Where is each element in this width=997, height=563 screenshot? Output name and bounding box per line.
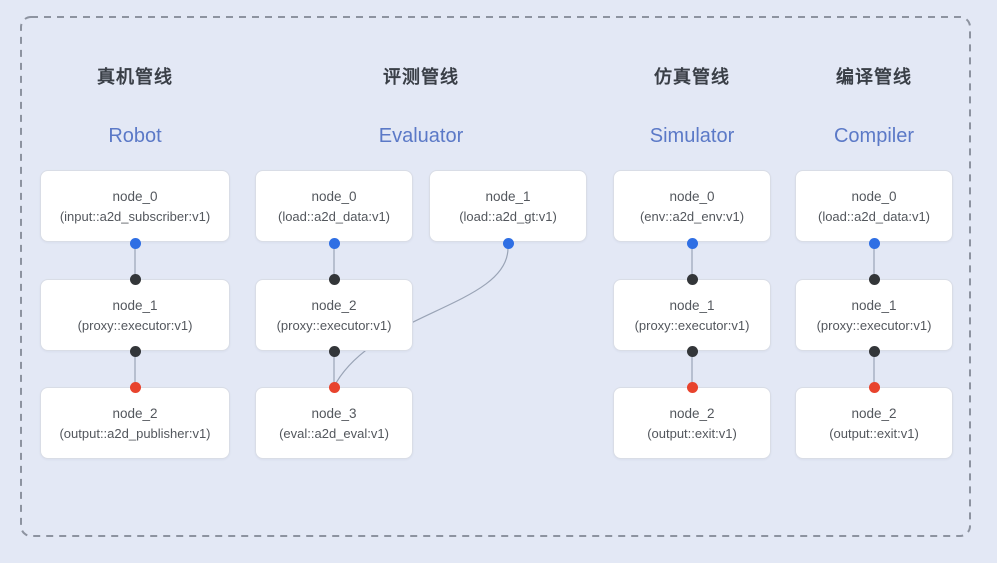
node-title: node_0 (851, 188, 897, 204)
simulator-output-port-dot (686, 345, 698, 357)
compiler-node-1: node_1 (proxy::executor:v1) (795, 279, 953, 351)
node-type: (proxy::executor:v1) (816, 317, 932, 333)
robot-input-port-dot (129, 273, 141, 285)
node-title: node_0 (669, 188, 715, 204)
edge-evaluator-n1-n3-curve (335, 247, 509, 384)
simulator-pipeline-title-en: Simulator (649, 125, 735, 147)
evaluator-node-3: node_3 (eval::a2d_eval:v1) (255, 387, 413, 459)
compiler-node-0: node_0 (load::a2d_data:v1) (795, 170, 953, 242)
compiler-source-output-port-dot (868, 237, 880, 249)
evaluator-node-2: node_2 (proxy::executor:v1) (255, 279, 413, 351)
node-title: node_1 (851, 297, 897, 313)
node-type: (env::a2d_env:v1) (639, 208, 745, 224)
evaluator-input-port-dot (328, 273, 340, 285)
compiler-pipeline-title-zh: 编译管线 (836, 67, 912, 87)
robot-sink-input-port-dot (129, 381, 141, 393)
simulator-sink-input-port-dot (686, 381, 698, 393)
node-type: (load::a2d_data:v1) (277, 208, 391, 224)
node-title: node_2 (311, 297, 357, 313)
node-type: (output::a2d_publisher:v1) (59, 425, 211, 441)
node-type: (eval::a2d_eval:v1) (279, 425, 389, 441)
compiler-node-2: node_2 (output::exit:v1) (795, 387, 953, 459)
robot-node-0: node_0 (input::a2d_subscriber:v1) (40, 170, 230, 242)
robot-pipeline-title-zh: 真机管线 (97, 67, 173, 87)
node-title: node_2 (112, 405, 158, 421)
robot-pipeline-title-en: Robot (108, 125, 162, 147)
robot-output-port-dot (129, 345, 141, 357)
compiler-sink-input-port-dot (868, 381, 880, 393)
node-title: node_0 (311, 188, 357, 204)
evaluator-pipeline-title-zh: 评测管线 (383, 67, 459, 87)
compiler-input-port-dot (868, 273, 880, 285)
evaluator-pipeline-title-en: Evaluator (378, 125, 464, 147)
node-title: node_1 (485, 188, 531, 204)
node-type: (proxy::executor:v1) (276, 317, 392, 333)
node-title: node_2 (669, 405, 715, 421)
node-type: (proxy::executor:v1) (77, 317, 193, 333)
node-type: (load::a2d_gt:v1) (459, 208, 557, 224)
compiler-output-port-dot (868, 345, 880, 357)
node-title: node_0 (112, 188, 158, 204)
node-type: (output::exit:v1) (647, 425, 737, 441)
node-type: (proxy::executor:v1) (634, 317, 750, 333)
evaluator-node-0: node_0 (load::a2d_data:v1) (255, 170, 413, 242)
simulator-pipeline-title-zh: 仿真管线 (654, 67, 730, 87)
simulator-node-2: node_2 (output::exit:v1) (613, 387, 771, 459)
node-type: (load::a2d_data:v1) (817, 208, 931, 224)
node-type: (input::a2d_subscriber:v1) (59, 208, 211, 224)
compiler-pipeline-title-en: Compiler (833, 125, 915, 147)
node-title: node_2 (851, 405, 897, 421)
simulator-node-1: node_1 (proxy::executor:v1) (613, 279, 771, 351)
evaluator-gt-source-output-port-dot (502, 237, 514, 249)
robot-node-1: node_1 (proxy::executor:v1) (40, 279, 230, 351)
evaluator-source-output-port-dot (328, 237, 340, 249)
node-type: (output::exit:v1) (829, 425, 919, 441)
simulator-input-port-dot (686, 273, 698, 285)
evaluator-sink-input-port-dot (328, 381, 340, 393)
node-title: node_3 (311, 405, 357, 421)
evaluator-output-port-dot (328, 345, 340, 357)
evaluator-node-1: node_1 (load::a2d_gt:v1) (429, 170, 587, 242)
node-title: node_1 (669, 297, 715, 313)
simulator-node-0: node_0 (env::a2d_env:v1) (613, 170, 771, 242)
robot-node-2: node_2 (output::a2d_publisher:v1) (40, 387, 230, 459)
pipeline-group-dashed-border (20, 16, 971, 537)
simulator-source-output-port-dot (686, 237, 698, 249)
robot-source-output-port-dot (129, 237, 141, 249)
node-title: node_1 (112, 297, 158, 313)
